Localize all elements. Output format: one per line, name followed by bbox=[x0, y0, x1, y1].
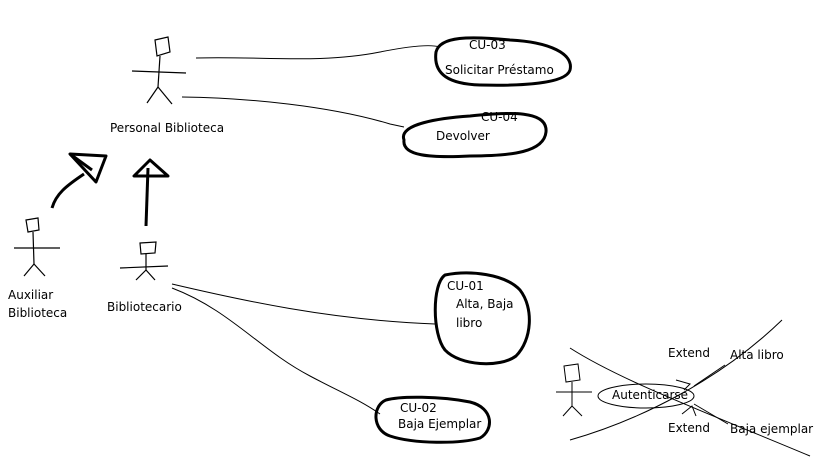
extend-bottom-label: Extend bbox=[668, 421, 710, 435]
baja-ejemplar-label: Baja ejemplar bbox=[730, 422, 813, 436]
extend-lines bbox=[569, 319, 811, 457]
usecase-cu02: CU-02 Baja Ejemplar bbox=[374, 395, 491, 444]
cu04-id: CU-04 bbox=[481, 110, 518, 124]
cu01-id: CU-01 bbox=[447, 279, 484, 293]
cu01-name-2: libro bbox=[456, 316, 482, 330]
assoc-cu01 bbox=[171, 283, 436, 325]
actor-auxiliar-label-1: Auxiliar bbox=[8, 288, 53, 302]
cu03-name: Solicitar Préstamo bbox=[445, 63, 554, 77]
assoc-cu04 bbox=[181, 96, 405, 128]
assoc-cu03 bbox=[195, 45, 441, 60]
autenticarse-label: Autenticarse bbox=[612, 388, 688, 402]
actor-bibliotecario-label: Bibliotecario bbox=[107, 300, 182, 314]
autenticarse-ellipse bbox=[597, 383, 695, 409]
cu02-name: Baja Ejemplar bbox=[398, 417, 481, 431]
assoc-cu02 bbox=[171, 287, 381, 415]
cu02-id: CU-02 bbox=[400, 401, 437, 415]
actor-small bbox=[556, 363, 592, 417]
actor-auxiliar-biblioteca bbox=[14, 217, 60, 277]
extend-top-label: Extend bbox=[668, 346, 710, 360]
cu01-name-1: Alta, Baja bbox=[456, 297, 514, 311]
generalization-bibliotecario bbox=[132, 158, 170, 227]
cu03-id: CU-03 bbox=[469, 38, 506, 52]
usecase-cu03: CU-03 Solicitar Préstamo bbox=[434, 36, 572, 87]
actor-personal-label: Personal Biblioteca bbox=[110, 121, 224, 135]
usecase-cu01: CU-01 Alta, Baja libro bbox=[433, 271, 531, 366]
actor-bibliotecario bbox=[119, 241, 169, 281]
cu04-name: Devolver bbox=[436, 129, 490, 143]
associations bbox=[171, 45, 441, 415]
alta-libro-label: Alta libro bbox=[730, 348, 784, 362]
usecase-cu04: CU-04 Devolver bbox=[402, 110, 548, 159]
actor-personal-biblioteca bbox=[131, 36, 187, 105]
actor-auxiliar-label-2: Biblioteca bbox=[8, 306, 67, 320]
generalization-auxiliar bbox=[50, 152, 108, 209]
extend-sketch: Autenticarse Extend Extend Alta libro Ba… bbox=[556, 319, 813, 457]
